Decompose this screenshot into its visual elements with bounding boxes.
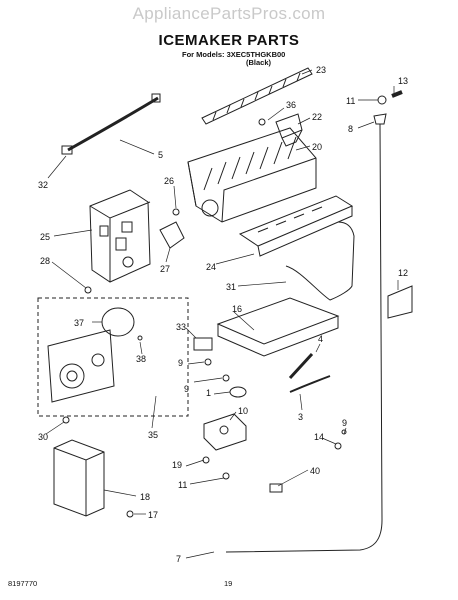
part-33 xyxy=(193,337,213,351)
motor-housing xyxy=(89,189,151,283)
icemaker-mold xyxy=(187,127,317,223)
callout: 33 xyxy=(176,322,186,332)
bracket xyxy=(216,297,340,357)
callout: 12 xyxy=(398,268,408,278)
screw-9b xyxy=(222,374,230,382)
callout: 26 xyxy=(164,176,174,186)
water-valve xyxy=(203,413,247,451)
callout: 19 xyxy=(172,460,182,470)
callout: 38 xyxy=(136,354,146,364)
nut-11 xyxy=(377,95,387,105)
nut-26 xyxy=(172,208,180,216)
models-line: For Models: 3XEC5THGKB00 xyxy=(182,50,286,59)
screw-38 xyxy=(137,335,143,341)
tube-fitting xyxy=(288,352,314,380)
mold-cover xyxy=(238,195,354,257)
page-number: 19 xyxy=(224,579,233,588)
fill-cup xyxy=(275,113,303,147)
watermark: AppliancePartsPros.com xyxy=(132,4,326,23)
callout: 32 xyxy=(38,180,48,190)
callout: 31 xyxy=(226,282,236,292)
callout: 20 xyxy=(312,142,322,152)
ejector-blade xyxy=(201,67,313,125)
callout: 1 xyxy=(206,388,211,398)
callout: 13 xyxy=(398,76,408,86)
clip-14 xyxy=(334,442,342,450)
grommet xyxy=(229,386,247,398)
callout: 35 xyxy=(148,430,158,440)
callout: 30 xyxy=(38,432,48,442)
callout: 8 xyxy=(348,124,353,134)
callout: 16 xyxy=(232,304,242,314)
callout: 22 xyxy=(312,112,322,122)
callout: 10 xyxy=(238,406,248,416)
drive-coupling xyxy=(159,221,185,249)
callout: 7 xyxy=(176,554,181,564)
callout: 11 xyxy=(346,96,355,106)
callout: 23 xyxy=(316,65,326,75)
callout: 9 xyxy=(342,418,347,428)
water-tube xyxy=(225,123,383,553)
shutoff-arm xyxy=(285,221,355,301)
callout: 27 xyxy=(160,264,170,274)
callout: 24 xyxy=(206,262,216,272)
callout: 40 xyxy=(310,466,320,476)
callout: 37 xyxy=(74,318,84,328)
callout: 9 xyxy=(184,384,189,394)
callout: 3 xyxy=(298,412,303,422)
leader-lines xyxy=(45,69,399,559)
callout: 5 xyxy=(158,150,163,160)
bracket-12 xyxy=(387,285,413,319)
callout: 4 xyxy=(318,334,323,344)
callout: 25 xyxy=(40,232,50,242)
inlet-13 xyxy=(391,90,403,98)
color-line: (Black) xyxy=(246,58,272,67)
callout: 28 xyxy=(40,256,50,266)
grommet-40 xyxy=(269,483,283,493)
screw-17 xyxy=(126,510,134,518)
callouts: 23 13 36 22 11 8 5 20 32 26 25 27 28 24 … xyxy=(38,65,408,564)
page-title: ICEMAKER PARTS xyxy=(158,32,300,49)
footer-code: 8197770 xyxy=(8,579,38,588)
nut-11b xyxy=(222,472,230,480)
callout: 18 xyxy=(140,492,150,502)
callout: 11 xyxy=(178,480,187,490)
callout: 14 xyxy=(314,432,324,442)
screw-9a xyxy=(204,358,212,366)
motor xyxy=(101,307,135,337)
wiring-harness xyxy=(61,93,161,155)
tube-3 xyxy=(289,375,331,393)
support-plate xyxy=(47,329,115,403)
callout: 17 xyxy=(148,510,158,520)
screw-30 xyxy=(62,416,70,424)
screw-28 xyxy=(84,286,92,294)
callout: 9 xyxy=(178,358,183,368)
front-cover xyxy=(53,439,105,517)
motor-assembly-box xyxy=(37,297,189,417)
callout: 36 xyxy=(286,100,296,110)
fitting-8 xyxy=(373,113,387,125)
screw-36 xyxy=(258,118,266,126)
